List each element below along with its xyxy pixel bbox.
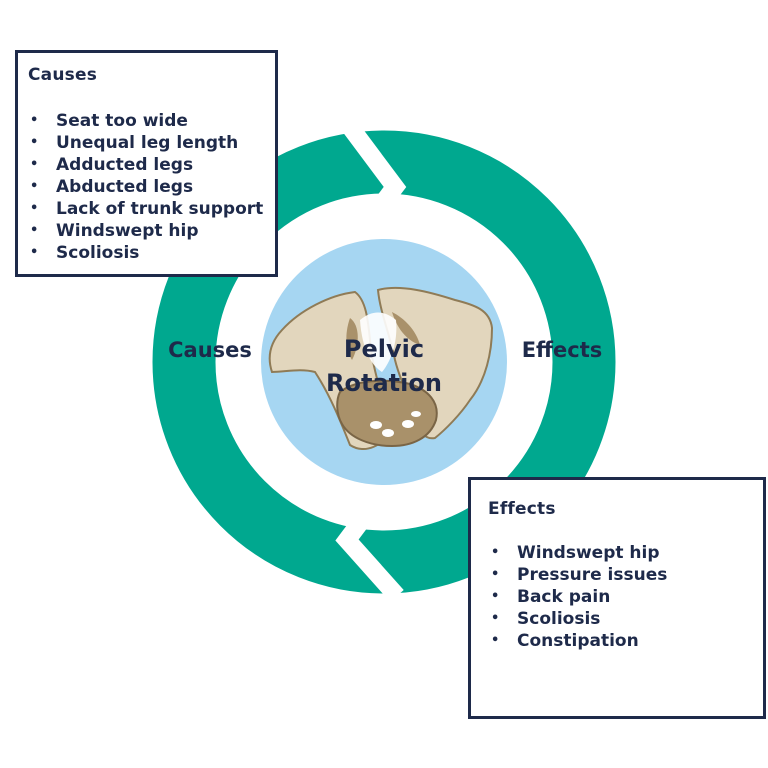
list-item-label: Lack of trunk support [56, 199, 264, 219]
bullet-icon: • [30, 179, 39, 194]
causes-box: Causes • Seat too wide • Unequal leg lengt… [15, 50, 278, 277]
list-item: • Abducted legs [28, 176, 263, 198]
list-item-label: Abducted legs [56, 177, 194, 197]
list-item: • Scoliosis [28, 242, 263, 264]
list-item-label: Windswept hip [56, 221, 199, 241]
list-item-label: Seat too wide [56, 111, 188, 131]
causes-list: • Seat too wide • Unequal leg length • Addu… [28, 110, 263, 264]
bullet-icon: • [30, 201, 39, 216]
ring-label-causes: Causes [168, 338, 252, 362]
bullet-icon: • [30, 157, 39, 172]
effects-box: Effects • Windswept hip • Pressure issues … [468, 477, 766, 719]
list-item: • Unequal leg length [28, 132, 263, 154]
list-item: • Pressure issues [489, 564, 667, 586]
bullet-icon: • [491, 633, 500, 648]
list-item: • Lack of trunk support [28, 198, 263, 220]
bullet-icon: • [30, 135, 39, 150]
list-item-label: Constipation [517, 631, 639, 651]
list-item-label: Pressure issues [517, 565, 668, 585]
list-item: • Adducted legs [28, 154, 263, 176]
causes-box-title: Causes [28, 65, 98, 85]
list-item: • Windswept hip [489, 542, 667, 564]
bullet-icon: • [491, 611, 500, 626]
top-notch [337, 114, 407, 256]
bullet-icon: • [30, 245, 39, 260]
list-item: • Back pain [489, 586, 667, 608]
bullet-icon: • [30, 223, 39, 238]
list-item-label: Unequal leg length [56, 133, 239, 153]
effects-box-title: Effects [488, 499, 556, 519]
list-item: • Windswept hip [28, 220, 263, 242]
pelvis-illustration [268, 286, 494, 450]
list-item-label: Scoliosis [56, 243, 140, 263]
bullet-icon: • [491, 545, 500, 560]
list-item-label: Back pain [517, 587, 611, 607]
list-item-label: Windswept hip [517, 543, 660, 563]
center-title-line-1: Pelvic [344, 335, 424, 363]
center-title-line-2: Rotation [326, 369, 442, 397]
list-item-label: Adducted legs [56, 155, 194, 175]
list-item: • Seat too wide [28, 110, 263, 132]
list-item: • Constipation [489, 630, 667, 652]
bullet-icon: • [30, 113, 39, 128]
bottom-notch [335, 474, 404, 602]
ring-label-effects: Effects [522, 338, 603, 362]
effects-list: • Windswept hip • Pressure issues • Back pa… [489, 542, 667, 652]
list-item: • Scoliosis [489, 608, 667, 630]
list-item-label: Scoliosis [517, 609, 601, 629]
bullet-icon: • [491, 567, 500, 582]
bullet-icon: • [491, 589, 500, 604]
